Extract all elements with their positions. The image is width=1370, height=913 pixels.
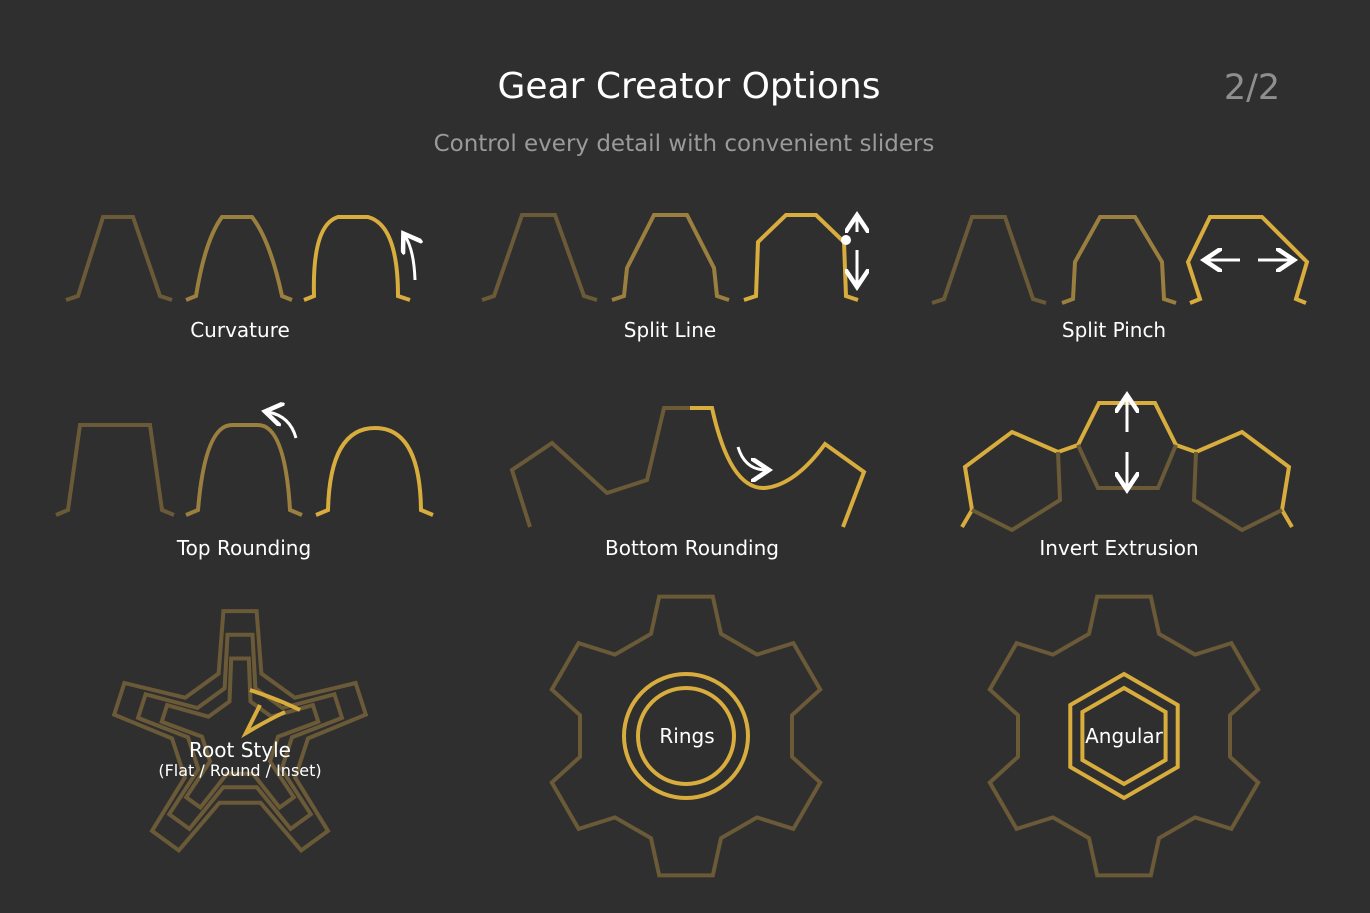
invert-extrusion-diagram	[960, 398, 1294, 533]
angular-outer-hexagon	[1068, 671, 1180, 801]
root-star-middle	[135, 632, 345, 832]
label-root-style-sub: (Flat / Round / Inset)	[158, 761, 322, 780]
outer-ring	[622, 672, 750, 800]
label-invert-extrusion: Invert Extrusion	[1039, 536, 1199, 560]
curve-arrow-icon	[736, 446, 766, 470]
label-angular: Angular	[1085, 724, 1163, 748]
root-star-outer	[111, 609, 369, 854]
root-highlight	[241, 688, 301, 739]
split-point-icon	[841, 235, 851, 245]
bottom-rounding-diagram	[509, 406, 867, 528]
label-split-pinch: Split Pinch	[1061, 318, 1167, 342]
label-split-line: Split Line	[623, 318, 717, 342]
curvature-diagram	[65, 215, 415, 302]
split-pinch-diagram	[931, 215, 1310, 305]
angular-gear	[987, 594, 1261, 878]
page-title: Gear Creator Options	[497, 66, 881, 107]
label-rings: Rings	[659, 724, 715, 748]
top-rounding-diagram	[55, 412, 434, 517]
inner-ring	[636, 686, 736, 786]
page-indicator: 2/2	[1223, 68, 1281, 108]
root-star-inner	[159, 656, 321, 811]
rings-gear	[549, 594, 823, 878]
curve-arrow-icon	[268, 412, 298, 439]
label-bottom-rounding: Bottom Rounding	[605, 536, 779, 560]
angular-inner-hexagon	[1080, 685, 1168, 787]
label-curvature: Curvature	[190, 318, 290, 342]
curve-arrow-icon	[405, 236, 415, 281]
label-top-rounding: Top Rounding	[176, 536, 312, 560]
page-subtitle: Control every detail with convenient sli…	[433, 131, 935, 157]
split-line-diagram	[481, 215, 858, 302]
label-root-style: Root Style	[189, 738, 291, 762]
